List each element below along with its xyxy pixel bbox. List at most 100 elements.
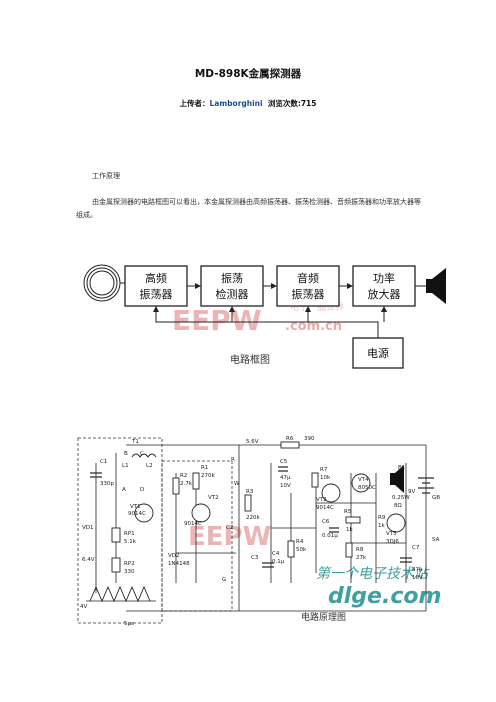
circuit-label: R3 xyxy=(246,489,254,495)
circuit-label: 10V xyxy=(412,575,423,581)
circuit-schematic: EEPW 第一个电子技术站 dlge.com xyxy=(77,436,441,627)
circuit-label: R xyxy=(231,457,235,463)
circuit-label: 8050C xyxy=(358,485,376,491)
circuit-label: C xyxy=(140,451,144,457)
block-diagram-caption: 电路框图 xyxy=(230,353,270,366)
power-label: 电源 xyxy=(367,346,389,360)
circuit-label: L1 xyxy=(122,463,129,469)
circuit-label: C5 xyxy=(280,459,288,465)
circuit-label: BL xyxy=(398,465,406,471)
circuit-label: B xyxy=(124,451,128,457)
circuit-label: 330 xyxy=(124,569,135,575)
circuit-label: C2 xyxy=(226,525,233,531)
speaker-icon xyxy=(426,268,446,304)
circuit-label: R5 xyxy=(344,509,352,515)
circuit-label: VT4 xyxy=(358,477,369,483)
circuit-label: W xyxy=(234,481,240,487)
block-power-amp xyxy=(352,265,416,307)
circuit-label: 4V xyxy=(80,604,87,610)
circuit-label: VT2 xyxy=(208,495,219,501)
circuit-label: 10k xyxy=(320,475,331,481)
block-4-line1: 功率 xyxy=(373,271,395,285)
block-3-line1: 音频 xyxy=(297,271,319,285)
block-audio-oscillator xyxy=(276,265,340,307)
block-4-line2: 放大器 xyxy=(368,287,401,301)
circuit-label: 9014C xyxy=(184,521,202,527)
circuit-label: 1k xyxy=(346,527,353,533)
circuit-label: 50k xyxy=(296,547,307,553)
intro-paragraph: 由金属探测器的电路框图可以看出，本金属探测器由高频振荡器、振荡检测器、音频振荡器… xyxy=(76,198,421,219)
circuit-label: VD1 xyxy=(82,525,94,531)
circuit-label: 220k xyxy=(246,515,260,521)
circuit-label: 0.01μ xyxy=(322,533,338,539)
circuit-label: R4 xyxy=(296,539,304,545)
block-3-line2: 振荡器 xyxy=(292,287,325,301)
circuit-label: D xyxy=(140,487,144,493)
circuit-label: T1 xyxy=(131,439,139,445)
document-meta: 上传者：Lamborghini 浏览次数:715 xyxy=(0,98,496,109)
document-title: MD-898K金属探测器 xyxy=(194,68,302,80)
circuit-label: VT5 xyxy=(386,531,397,537)
circuit-label: R2 xyxy=(180,473,187,479)
circuit-caption: 电路原理图 xyxy=(301,611,346,623)
circuit-label: C1 xyxy=(100,459,107,465)
circuit-label: SA xyxy=(432,537,440,543)
circuit-label: 270k xyxy=(201,473,215,479)
block-2-line1: 振荡 xyxy=(221,271,243,285)
circuit-label: R8 xyxy=(356,547,364,553)
view-count: 浏览次数:715 xyxy=(267,99,317,108)
circuit-label: 27k xyxy=(356,555,367,561)
circuit-label: 390 xyxy=(304,436,315,442)
circuit-label: 5μs xyxy=(124,621,134,627)
circuit-label: 0.25W xyxy=(392,495,410,501)
circuit-label: A xyxy=(122,487,126,493)
circuit-label: 3DJ6 xyxy=(386,539,399,545)
circuit-label: C7 xyxy=(412,545,420,551)
search-coil-icon xyxy=(83,264,125,302)
circuit-label: C4 xyxy=(272,551,280,557)
circuit-label: 1N4148 xyxy=(168,561,190,567)
circuit-label: C3 xyxy=(251,555,259,561)
uploader-label: 上传者： xyxy=(179,99,210,108)
circuit-label: 0.1μ xyxy=(272,559,285,565)
circuit-label: 5.1k xyxy=(124,539,137,545)
circuit-watermark-site: dlge.com xyxy=(328,584,441,609)
circuit-label: 1k xyxy=(378,523,385,529)
circuit-label: 47μ xyxy=(412,567,423,573)
circuit-label: VT1 xyxy=(130,504,141,510)
block-power-supply xyxy=(352,337,404,369)
block-1-line2: 振荡器 xyxy=(140,287,173,301)
circuit-label: 9014C xyxy=(316,505,334,511)
circuit-label: 47μ xyxy=(280,475,291,481)
block-1-line1: 高频 xyxy=(145,271,167,285)
circuit-label: 6.4V xyxy=(82,557,95,563)
circuit-label: R9 xyxy=(378,515,386,521)
circuit-label: RP2 xyxy=(124,561,135,567)
circuit-label: 330p xyxy=(100,481,114,487)
circuit-label: R7 xyxy=(320,467,328,473)
block-diagram: EEPW .com.cn 电子产品世界 高频 振荡器 振荡 检测器 音频 振荡器… xyxy=(83,264,446,369)
circuit-watermark-brand: 第一个电子技术站 xyxy=(316,566,430,582)
circuit-label: VD2 xyxy=(168,553,180,559)
circuit-label: C6 xyxy=(322,519,330,525)
circuit-watermark-eepw: EEPW xyxy=(188,522,271,552)
circuit-speaker-icon xyxy=(390,465,404,493)
circuit-label: 9014C xyxy=(128,511,146,517)
circuit-label: R6 xyxy=(286,436,294,442)
circuit-label: 5.6V xyxy=(246,439,259,445)
circuit-label: 2.7k xyxy=(180,481,193,487)
circuit-label: 8Ω xyxy=(394,503,402,509)
circuit-label: RP1 xyxy=(124,531,135,537)
section-heading: 工作原理 xyxy=(92,172,120,180)
uploader-link[interactable]: Lamborghini xyxy=(209,99,263,108)
block-2-line2: 检测器 xyxy=(216,287,249,301)
circuit-label: 10V xyxy=(280,483,291,489)
circuit-label: R1 xyxy=(201,465,208,471)
circuit-label: G xyxy=(222,577,226,583)
circuit-label: L2 xyxy=(146,463,153,469)
circuit-label: VT3 xyxy=(316,497,327,503)
watermark-domain: .com.cn xyxy=(285,319,342,334)
circuit-label: GB xyxy=(432,495,440,501)
circuit-label: 9V xyxy=(408,489,415,495)
watermark-eepw: EEPW xyxy=(172,304,262,337)
